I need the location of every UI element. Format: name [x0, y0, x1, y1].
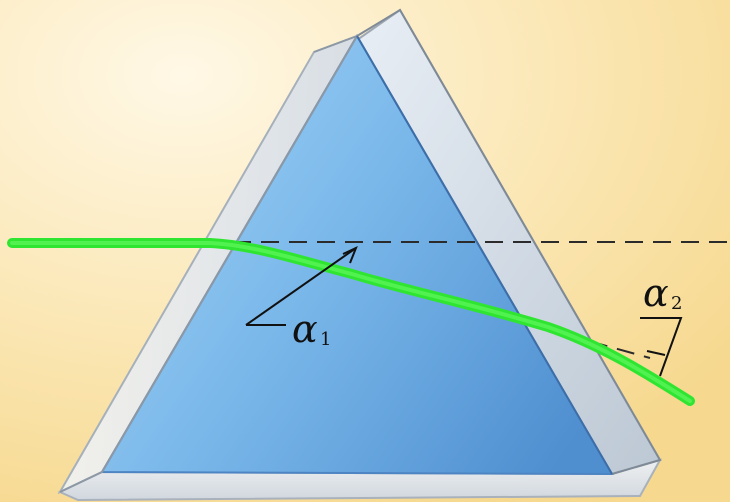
alpha2-pointer-line [640, 317, 683, 377]
prism-edge-left [59, 34, 360, 493]
light-beam-highlight [10, 241, 692, 403]
prism-edge-right [356, 8, 662, 475]
prism-front-right-edge [356, 35, 613, 475]
alpha1-arrowhead [342, 246, 358, 264]
alpha2-subscript: 2 [671, 293, 682, 314]
alpha1-subscript: 1 [320, 329, 331, 350]
alpha1-symbol: α [292, 307, 318, 351]
light-beam [7, 238, 695, 406]
alpha1-pointer-line [245, 247, 357, 326]
alpha2-tick [646, 350, 666, 356]
alpha2-symbol: α [643, 271, 669, 315]
